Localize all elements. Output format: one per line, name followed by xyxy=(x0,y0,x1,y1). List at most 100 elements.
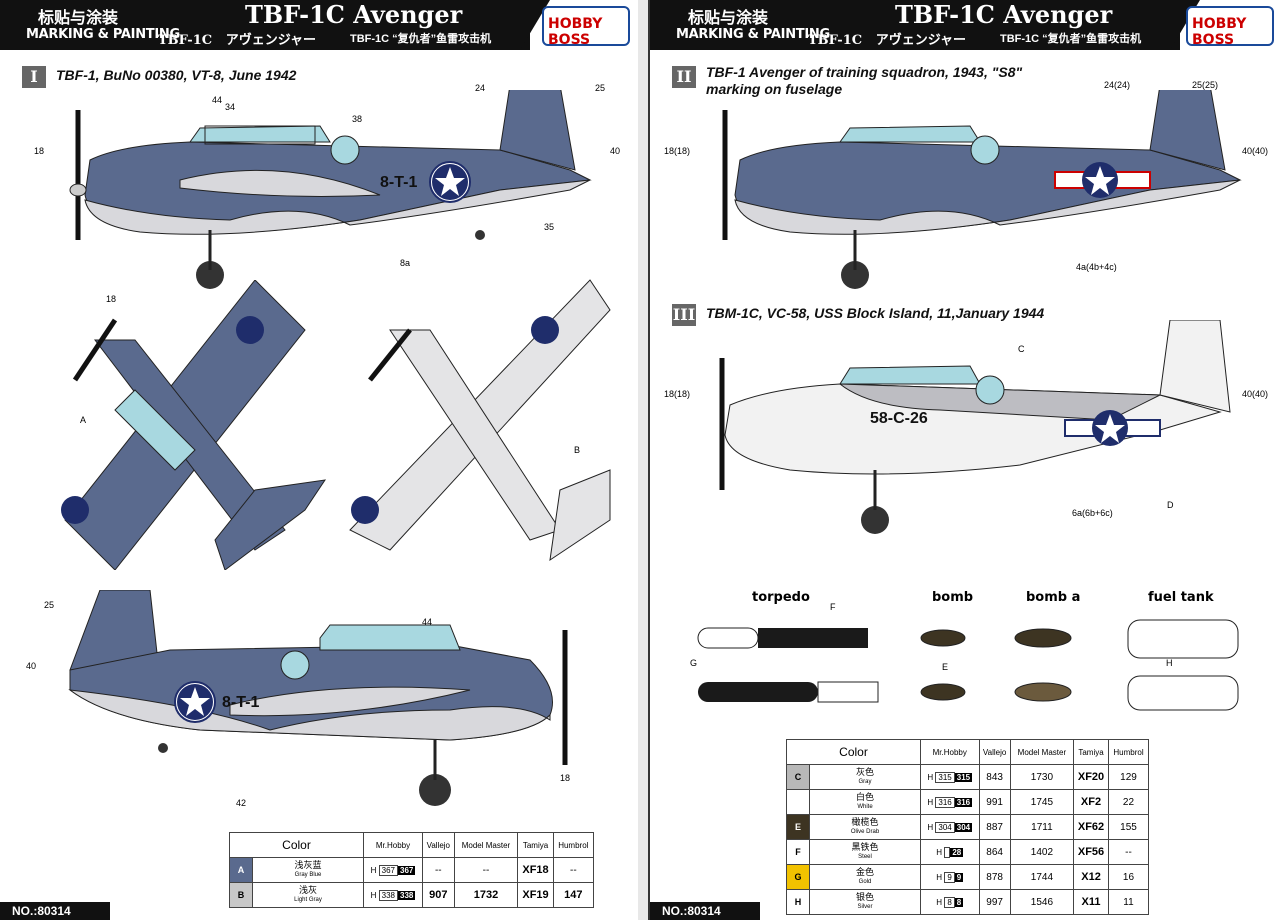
scheme-title: TBF-1, BuNo 00380, VT-8, June 1942 xyxy=(56,67,297,83)
callout-r-18: 18(18) xyxy=(664,146,691,156)
humbrol: 22 xyxy=(1107,789,1150,815)
callout-r3-18: 18(18) xyxy=(664,389,691,399)
color-en: Silver xyxy=(857,904,873,910)
color-table-right: Color Mr.Hobby Vallejo Model Master Tami… xyxy=(786,739,1150,915)
color-cn: 浅灰蓝 xyxy=(294,860,322,870)
mr-b: 9 xyxy=(954,872,964,882)
scheme-title-2a: TBF-1 Avenger of training squadron, 1943… xyxy=(706,64,1023,80)
bomb-a-label: bomb a xyxy=(1026,590,1081,605)
callout-r-25: 25(25) xyxy=(1192,80,1219,90)
modelmaster: 1402 xyxy=(1009,839,1075,865)
color-en: Light Gray xyxy=(294,897,322,903)
callout-44: 44 xyxy=(212,95,223,105)
callout-B: B xyxy=(574,445,581,455)
mr-a: 367 xyxy=(378,864,399,876)
sub-jp: アヴェンジャー xyxy=(875,33,967,48)
mr-a: 315 xyxy=(935,771,955,783)
mr-prefix: H xyxy=(936,897,943,907)
vallejo: 864 xyxy=(978,839,1011,865)
aircraft-side-view-scheme3: 58-C-26 xyxy=(719,320,1231,534)
callout-34: 34 xyxy=(225,102,236,112)
callout-E: E xyxy=(942,662,949,672)
swatch: G xyxy=(786,864,810,890)
humbrol: 129 xyxy=(1107,764,1150,790)
page-title: TBF-1C Avenger xyxy=(245,0,463,29)
aircraft-side-view-top: 8-T-1 xyxy=(69,90,592,289)
page-title: TBF-1C Avenger xyxy=(895,0,1113,29)
tamiya: X12 xyxy=(1073,864,1109,890)
vallejo: 991 xyxy=(978,789,1011,815)
sub-model: TBF-1C xyxy=(808,33,863,48)
callout-top-18: 18 xyxy=(106,294,117,304)
tamiya: XF18 xyxy=(517,857,554,883)
mr-b: 304 xyxy=(954,822,973,832)
mr-a: 304 xyxy=(935,821,955,833)
left-page: 标贴与涂装 MARKING & PAINTING TBF-1C Avenger … xyxy=(0,0,640,920)
th-mrhobby: Mr.Hobby xyxy=(920,739,980,765)
callout-r-4a: 4a(4b+4c) xyxy=(1076,262,1117,272)
swatch: H xyxy=(786,889,810,915)
tamiya: XF62 xyxy=(1073,814,1109,840)
mr-prefix: H xyxy=(936,872,943,882)
mr-a: 8 xyxy=(944,896,955,908)
torpedo-label: torpedo xyxy=(752,590,810,605)
mr-a: 9 xyxy=(944,871,955,883)
callout-r-40: 40(40) xyxy=(1242,146,1269,156)
page-header-right: 标贴与涂装 MARKING & PAINTING TBF-1C Avenger … xyxy=(650,0,1280,50)
header-band xyxy=(650,0,1180,50)
color-en: Steel xyxy=(858,854,872,860)
tamiya: XF56 xyxy=(1073,839,1109,865)
callout-r3-40: 40(40) xyxy=(1242,389,1269,399)
th-color: Color xyxy=(229,832,364,858)
mr-a: 316 xyxy=(935,796,955,808)
fuel-tank-label: fuel tank xyxy=(1148,590,1214,605)
callout-18: 18 xyxy=(34,146,45,156)
header-sub-model: TBF-1C アヴェンジャー xyxy=(158,29,316,48)
header-sub-cn: TBF-1C “复仇者”鱼雷攻击机 xyxy=(1000,33,1142,45)
sub-model: TBF-1C xyxy=(158,33,213,48)
callout-r3-6a: 6a(6b+6c) xyxy=(1072,508,1113,518)
vallejo: 887 xyxy=(978,814,1011,840)
color-table-left: Color Mr.Hobby Vallejo Model Master Tami… xyxy=(229,832,595,908)
swatch: D xyxy=(786,789,810,815)
modelmaster: 1546 xyxy=(1009,889,1075,915)
mr-prefix: H xyxy=(927,772,934,782)
callout-40: 40 xyxy=(610,146,621,156)
humbrol: -- xyxy=(552,857,595,883)
vallejo: -- xyxy=(422,857,455,883)
fuselage-code-3: 58-C-26 xyxy=(870,410,928,427)
modelmaster: 1732 xyxy=(453,882,519,908)
callout-G: G xyxy=(690,658,698,668)
scheme-number: I xyxy=(22,66,46,88)
th-tamiya: Tamiya xyxy=(1073,739,1109,765)
th-tamiya: Tamiya xyxy=(517,832,554,858)
color-name: 浅灰蓝 Gray Blue xyxy=(252,857,364,883)
vallejo: 997 xyxy=(978,889,1011,915)
mr-b: 316 xyxy=(954,797,973,807)
callout-35: 35 xyxy=(544,222,555,232)
sub-jp: アヴェンジャー xyxy=(225,33,317,48)
color-cn: 银色 xyxy=(855,892,874,902)
scheme-title-3: TBM-1C, VC-58, USS Block Island, 11,Janu… xyxy=(706,305,1045,321)
th-vallejo: Vallejo xyxy=(422,832,455,858)
tamiya: XF20 xyxy=(1073,764,1109,790)
color-en: Gold xyxy=(858,879,872,885)
aircraft-side-view-scheme2 xyxy=(722,90,1242,289)
ordnance-drawings xyxy=(697,619,1239,711)
color-cn: 黑铁色 xyxy=(851,842,879,852)
color-en: Gray Blue xyxy=(294,872,322,878)
callout-A: A xyxy=(80,415,87,425)
color-name: 黑铁色 Steel xyxy=(809,839,921,865)
humbrol: -- xyxy=(1107,839,1150,865)
fuselage-code: 8-T-1 xyxy=(380,174,417,191)
